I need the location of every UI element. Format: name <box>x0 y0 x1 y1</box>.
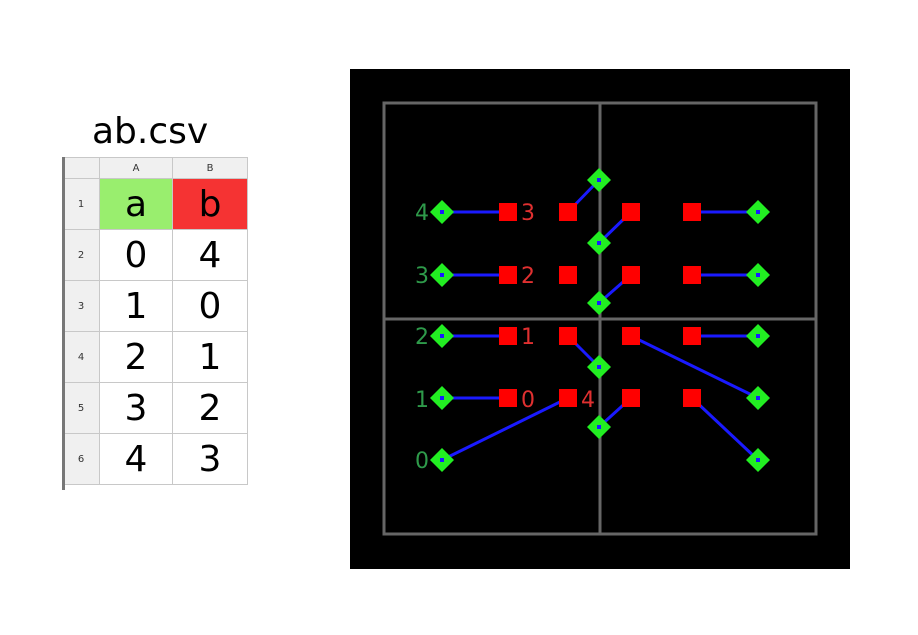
diagram-canvas: 4 3 2 1 0 3 2 1 0 4 <box>350 69 850 569</box>
cell-a[interactable]: 2 <box>99 331 173 383</box>
row-number[interactable]: 2 <box>62 229 100 281</box>
cell-b[interactable]: 0 <box>172 280 248 332</box>
green-label-0: 0 <box>415 449 429 474</box>
red-square-node <box>683 389 701 407</box>
green-node-center <box>597 178 601 182</box>
column-header-row: A B <box>62 157 248 179</box>
green-node-center <box>756 334 760 338</box>
red-label-2: 2 <box>521 264 535 289</box>
green-node-center <box>756 396 760 400</box>
green-node-center <box>597 365 601 369</box>
red-label-3: 3 <box>521 201 535 226</box>
cell-a[interactable]: 1 <box>99 280 173 332</box>
green-node-center <box>440 458 444 462</box>
cell-b[interactable]: 1 <box>172 331 248 383</box>
red-square-node <box>499 266 517 284</box>
red-label-4: 4 <box>581 388 595 413</box>
red-square-node <box>499 203 517 221</box>
red-square-node <box>499 389 517 407</box>
green-node-center <box>756 458 760 462</box>
red-square-node <box>683 327 701 345</box>
red-square-node <box>559 266 577 284</box>
column-header-a[interactable]: A <box>99 157 173 179</box>
green-node-center <box>756 210 760 214</box>
cell-a[interactable]: 4 <box>99 433 173 485</box>
cell-header-a[interactable]: a <box>99 178 173 230</box>
edge <box>441 396 569 462</box>
sheet-left-edge <box>62 157 65 490</box>
cell-a[interactable]: 3 <box>99 382 173 434</box>
red-square-node <box>622 389 640 407</box>
red-square-node <box>683 203 701 221</box>
table-row: 2 0 4 <box>62 229 248 281</box>
red-square-node <box>622 203 640 221</box>
red-square-node <box>622 327 640 345</box>
red-square-node <box>559 389 577 407</box>
green-node-center <box>597 241 601 245</box>
red-square-node <box>499 327 517 345</box>
red-square-node <box>559 327 577 345</box>
green-label-2: 2 <box>415 325 429 350</box>
cell-a[interactable]: 0 <box>99 229 173 281</box>
green-label-4: 4 <box>415 201 429 226</box>
green-node-center <box>440 210 444 214</box>
edge <box>630 334 759 400</box>
red-square-node <box>622 266 640 284</box>
red-square-node <box>683 266 701 284</box>
red-label-1: 1 <box>521 325 535 350</box>
green-node-center <box>440 334 444 338</box>
table-row: 4 2 1 <box>62 331 248 383</box>
edge <box>690 396 760 462</box>
row-number[interactable]: 4 <box>62 331 100 383</box>
green-node-center <box>597 425 601 429</box>
row-number[interactable]: 5 <box>62 382 100 434</box>
spreadsheet-grid: A B 1 a b 2 0 4 3 1 0 4 2 1 5 3 2 6 <box>62 157 248 485</box>
cell-b[interactable]: 2 <box>172 382 248 434</box>
column-header-b[interactable]: B <box>172 157 248 179</box>
green-node-center <box>756 273 760 277</box>
green-label-3: 3 <box>415 264 429 289</box>
table-row: 3 1 0 <box>62 280 248 332</box>
diagram-svg: 4 3 2 1 0 3 2 1 0 4 <box>350 69 850 569</box>
file-title: ab.csv <box>92 111 209 152</box>
select-all-corner[interactable] <box>62 157 100 179</box>
labels-layer: 4 3 2 1 0 3 2 1 0 4 <box>415 201 595 474</box>
table-row: 5 3 2 <box>62 382 248 434</box>
row-number[interactable]: 1 <box>62 178 100 230</box>
green-node-center <box>440 273 444 277</box>
green-node-center <box>597 301 601 305</box>
spreadsheet: A B 1 a b 2 0 4 3 1 0 4 2 1 5 3 2 6 <box>62 157 254 490</box>
table-row: 1 a b <box>62 178 248 230</box>
red-square-node <box>559 203 577 221</box>
nodes-layer <box>430 168 770 472</box>
green-label-1: 1 <box>415 388 429 413</box>
cell-header-b[interactable]: b <box>172 178 248 230</box>
row-number[interactable]: 3 <box>62 280 100 332</box>
green-node-center <box>440 396 444 400</box>
table-row: 6 4 3 <box>62 433 248 485</box>
cell-b[interactable]: 3 <box>172 433 248 485</box>
row-number[interactable]: 6 <box>62 433 100 485</box>
red-label-0: 0 <box>521 388 535 413</box>
cell-b[interactable]: 4 <box>172 229 248 281</box>
